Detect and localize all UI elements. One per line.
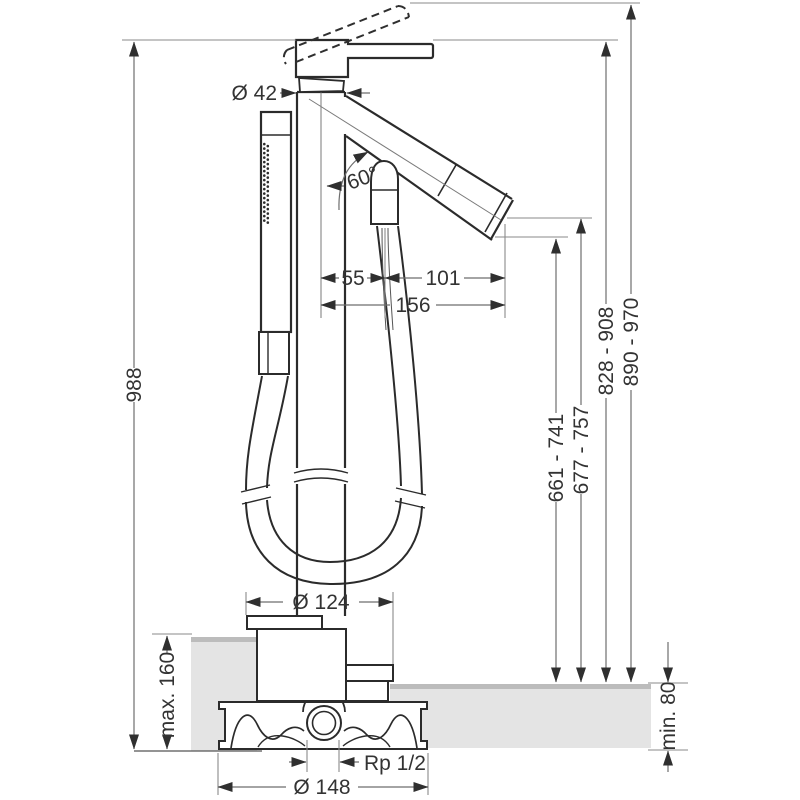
dim-label-828-908: 828 - 908 [595, 307, 618, 396]
hand-shower [258, 110, 293, 375]
base-main-body [256, 628, 347, 702]
dim-label-988: 988 [123, 367, 146, 402]
dim-label-thread: Rp 1/2 [364, 752, 426, 775]
cartridge-ring [298, 77, 345, 93]
dim-label-101: 101 [425, 267, 460, 290]
spout-centerline [308, 98, 502, 221]
mixer-handle [282, 5, 435, 93]
dim-label-cartridge-diameter: Ø 42 [231, 82, 277, 105]
dim-label-55: 55 [341, 267, 364, 290]
dim-label-890-970: 890 - 970 [620, 298, 643, 387]
dim-label-max-160: max. 160 [156, 652, 179, 738]
dim-label-677-757: 677 - 757 [570, 406, 593, 495]
dim-label-escutcheon-diameter: Ø 124 [292, 591, 350, 614]
floor-slab-right [390, 684, 651, 748]
dim-label-base-diameter: Ø 148 [293, 776, 350, 799]
spout [345, 95, 514, 241]
handle-raised-dashed [282, 5, 410, 65]
dim-label-661-741: 661 - 741 [545, 414, 568, 503]
aerator-cap-line [484, 192, 508, 233]
dimension-lines [129, 4, 673, 792]
hose-outlet [370, 159, 399, 225]
base-escutcheon [246, 615, 394, 702]
dim-label-156: 156 [395, 294, 430, 317]
hose-break-marks [240, 484, 427, 509]
hand-shower-hose-nut [258, 331, 290, 375]
column-break-mark [293, 477, 349, 483]
dimension-labels: Ø 42 60° 55 101 156 988 661 - 741 677 - … [123, 82, 680, 799]
concealed-mounting-box [218, 690, 428, 750]
dim-label-min-80: min. 80 [657, 682, 680, 751]
faucet-column [293, 90, 349, 616]
base-top-flange [246, 615, 323, 630]
